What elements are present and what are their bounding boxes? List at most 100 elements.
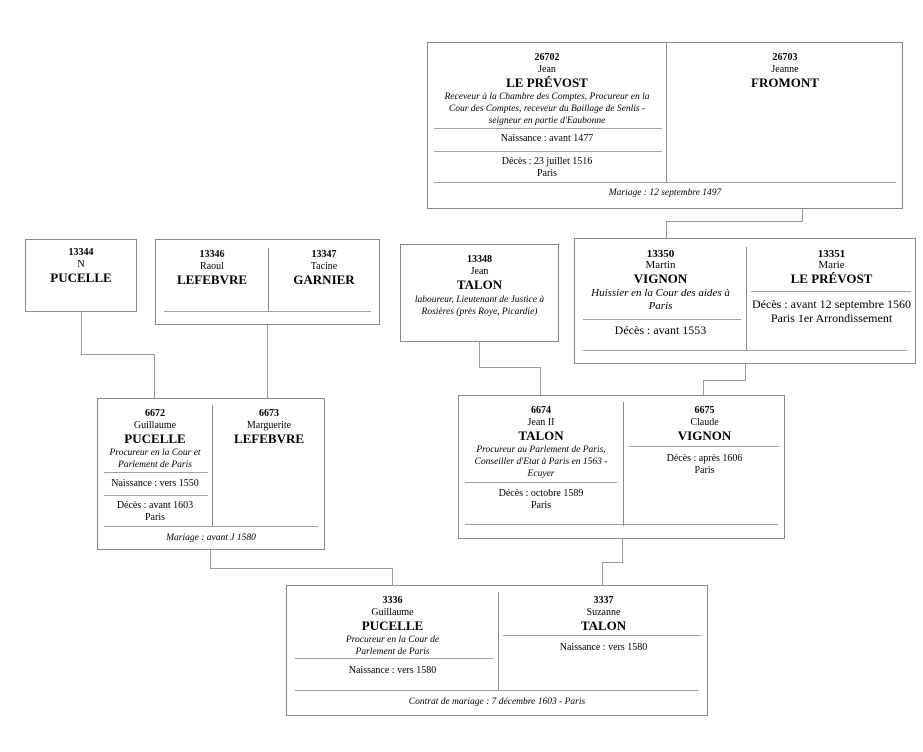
- connector-line: [602, 562, 603, 586]
- occupation: Huissier en la Cour des aides à Paris: [591, 287, 730, 312]
- connector-line: [802, 208, 803, 222]
- person-card-13351[interactable]: 13351 Marie LE PRÉVOST: [746, 239, 917, 286]
- sosa-number: 13344: [68, 247, 94, 258]
- row-divider: [751, 291, 911, 292]
- person-card-3336[interactable]: 3336 Guillaume PUCELLE Procureur en la C…: [287, 586, 498, 658]
- occupation: Procureur en la Cour de Parlement de Par…: [345, 635, 440, 657]
- couple-box-3336-3337: 3336 Guillaume PUCELLE Procureur en la C…: [286, 585, 708, 716]
- given-name: Marguerite: [246, 420, 292, 431]
- marriage-divider: [295, 690, 699, 691]
- sosa-number: 13351: [817, 248, 846, 260]
- death-place: Paris: [145, 512, 165, 523]
- marriage-event: Mariage : 12 septembre 1497: [608, 188, 722, 198]
- person-card-13348[interactable]: 13348 Jean TALON laboureur, Lieutenant d…: [401, 245, 558, 318]
- connector-line: [210, 568, 392, 569]
- person-card-13350[interactable]: 13350 Martin VIGNON Huissier en la Cour …: [575, 239, 746, 313]
- connector-line: [267, 325, 268, 398]
- surname: FROMONT: [751, 75, 819, 90]
- person-card-13347[interactable]: 13347 Tacine GARNIER: [268, 240, 380, 287]
- death-event: Décès : octobre 1589: [498, 488, 584, 499]
- given-name: Raoul: [200, 261, 224, 272]
- marriage-divider: [465, 524, 778, 525]
- person-card-13344[interactable]: 13344 N PUCELLE: [26, 240, 136, 285]
- person-box-13348: 13348 Jean TALON laboureur, Lieutenant d…: [400, 244, 559, 342]
- couple-box-6674-6675: 6674 Jean II TALON Procureur au Parlemen…: [458, 395, 785, 539]
- death-event: Décès : avant 1603: [116, 500, 194, 511]
- connector-line: [622, 538, 623, 562]
- marriage-divider: [583, 350, 907, 351]
- row-divider: [629, 446, 779, 447]
- given-name: Suzanne: [586, 607, 621, 618]
- death-event: Décès : après 1606: [666, 453, 743, 464]
- connector-line: [703, 380, 704, 395]
- given-name: Claude: [690, 417, 719, 428]
- person-card-26702[interactable]: 26702 Jean LE PRÉVOST Receveur à la Cham…: [428, 43, 666, 127]
- surname: TALON: [518, 428, 564, 443]
- person-card-26703[interactable]: 26703 Jeanne FROMONT: [666, 43, 904, 90]
- given-name: Jean II: [527, 417, 555, 428]
- connector-line: [81, 312, 82, 354]
- sosa-number: 6672: [145, 408, 165, 419]
- birth-event: Naissance : avant 1477: [500, 133, 594, 144]
- sosa-number: 6674: [531, 405, 551, 416]
- sosa-number: 26702: [534, 52, 560, 63]
- connector-line: [540, 367, 541, 395]
- given-name: Guillaume: [371, 607, 414, 618]
- row-divider: [503, 635, 701, 636]
- surname: LEFEBVRE: [233, 431, 305, 446]
- person-card-6674[interactable]: 6674 Jean II TALON Procureur au Parlemen…: [459, 396, 623, 480]
- row-divider: [104, 495, 208, 496]
- connector-line: [666, 221, 667, 239]
- given-name: Marie: [818, 259, 845, 271]
- death-place: Paris: [537, 168, 557, 179]
- connector-line: [210, 550, 211, 568]
- connector-line: [154, 354, 155, 398]
- connector-line: [666, 221, 803, 222]
- connector-line: [392, 568, 393, 586]
- surname: LE PRÉVOST: [506, 75, 588, 90]
- sosa-number: 13347: [311, 249, 337, 260]
- row-divider: [434, 128, 662, 129]
- sosa-number: 6673: [259, 408, 279, 419]
- spouse-divider: [666, 43, 667, 182]
- surname: VIGNON: [633, 271, 688, 286]
- death-place: Paris: [531, 500, 551, 511]
- person-card-6672[interactable]: 6672 Guillaume PUCELLE Procureur en la C…: [98, 399, 212, 471]
- occupation: laboureur, Lieutenant de Justice à Rosiè…: [414, 295, 545, 317]
- person-card-13346[interactable]: 13346 Raoul LEFEBVRE: [156, 240, 268, 287]
- death-event: Décès : avant 1553: [614, 323, 707, 337]
- sosa-number: 13350: [646, 248, 675, 260]
- person-card-6675[interactable]: 6675 Claude VIGNON: [623, 396, 786, 443]
- surname: PUCELLE: [124, 431, 186, 446]
- spouse-divider: [498, 592, 499, 690]
- person-card-3337[interactable]: 3337 Suzanne TALON: [498, 586, 709, 633]
- surname: PUCELLE: [50, 270, 112, 285]
- given-name: Jean: [470, 266, 489, 277]
- spouse-divider: [746, 247, 747, 351]
- connector-line: [81, 354, 154, 355]
- occupation: Procureur au Parlement de Paris, Conseil…: [474, 445, 608, 479]
- death-place: Paris: [694, 465, 715, 476]
- row-divider: [104, 472, 208, 473]
- row-divider: [434, 151, 662, 152]
- birth-event: Naissance : vers 1550: [111, 478, 199, 489]
- connector-line: [745, 364, 746, 380]
- row-divider: [295, 658, 493, 659]
- marriage-divider: [434, 182, 896, 183]
- given-name: Jean: [538, 64, 556, 75]
- surname: VIGNON: [677, 428, 732, 443]
- spouse-divider: [623, 402, 624, 526]
- connector-line: [703, 380, 746, 381]
- couple-box-26702-26703: 26702 Jean LE PRÉVOST Receveur à la Cham…: [427, 42, 903, 209]
- marriage-divider: [164, 311, 371, 312]
- birth-event: Naissance : vers 1580: [348, 665, 437, 676]
- row-divider: [583, 319, 741, 320]
- sosa-number: 26703: [772, 52, 798, 63]
- person-card-6673[interactable]: 6673 Marguerite LEFEBVRE: [212, 399, 326, 446]
- surname: TALON: [580, 618, 627, 633]
- death-place: Paris 1er Arrondissement: [770, 311, 893, 325]
- marriage-event: Contrat de mariage : 7 décembre 1603 - P…: [408, 697, 586, 707]
- connector-line: [479, 341, 480, 367]
- surname: LEFEBVRE: [176, 272, 248, 287]
- sosa-number: 3336: [382, 595, 403, 606]
